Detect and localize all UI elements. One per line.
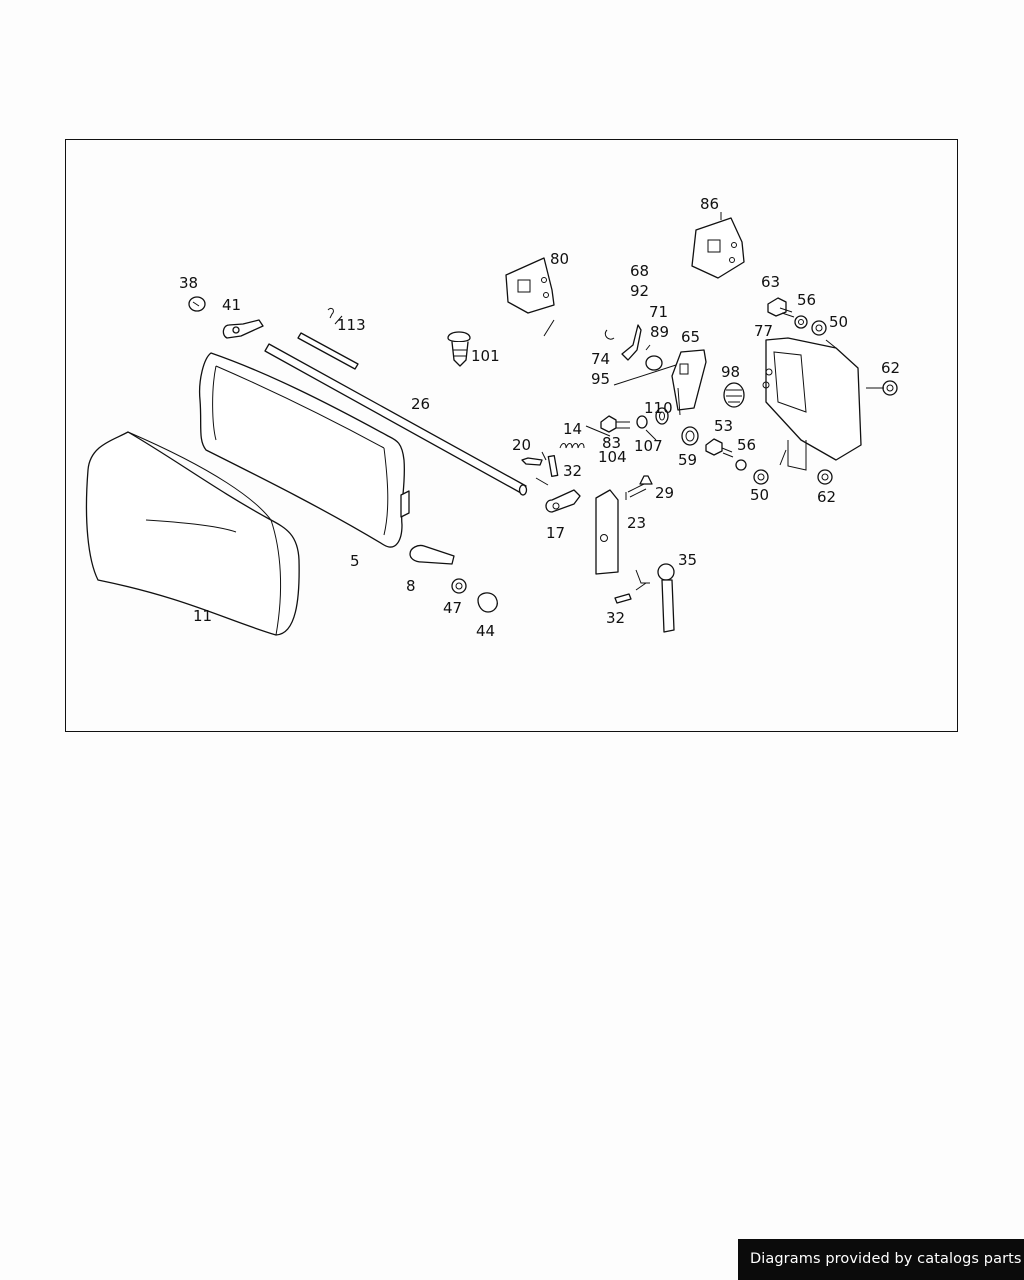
credit-text: Diagrams provided by catalogs parts xyxy=(750,1251,1022,1267)
callout-23[interactable]: 23 xyxy=(627,514,646,532)
callout-56a[interactable]: 56 xyxy=(797,291,816,309)
screw-29[interactable] xyxy=(627,475,653,498)
bracket-86[interactable] xyxy=(691,212,745,279)
pin-32b[interactable] xyxy=(614,593,632,604)
callout-17[interactable]: 17 xyxy=(546,524,565,542)
callout-83[interactable]: 83 xyxy=(602,434,621,452)
bolt-53[interactable] xyxy=(705,438,734,458)
bolt-63[interactable] xyxy=(767,297,795,318)
callout-56b[interactable]: 56 xyxy=(737,436,756,454)
callout-104[interactable]: 104 xyxy=(598,448,627,466)
callout-101[interactable]: 101 xyxy=(471,347,500,365)
part-38[interactable] xyxy=(188,296,206,312)
knob-98[interactable] xyxy=(723,382,745,408)
latch-plate-65[interactable] xyxy=(671,349,707,411)
part-113-clip[interactable] xyxy=(327,307,334,319)
link-17[interactable] xyxy=(545,489,581,513)
washer-50b[interactable] xyxy=(753,469,769,485)
callout-50b[interactable]: 50 xyxy=(750,486,769,504)
callout-50a[interactable]: 50 xyxy=(829,313,848,331)
washer-56a[interactable] xyxy=(794,315,808,329)
callout-62b[interactable]: 62 xyxy=(817,488,836,506)
washer-56b[interactable] xyxy=(735,459,747,471)
callout-74[interactable]: 74 xyxy=(591,350,610,368)
pin-20[interactable] xyxy=(521,457,543,466)
part-41[interactable] xyxy=(222,319,264,339)
callout-110[interactable]: 110 xyxy=(644,399,673,417)
washer-50a[interactable] xyxy=(811,320,827,336)
callout-89[interactable]: 89 xyxy=(650,323,669,341)
callout-29[interactable]: 29 xyxy=(655,484,674,502)
short-rod-part[interactable] xyxy=(297,332,359,370)
part-101-plug[interactable] xyxy=(447,331,471,367)
credit-banner: Diagrams provided by catalogs parts xyxy=(738,1239,1024,1280)
washer-47[interactable] xyxy=(451,578,467,594)
callout-71[interactable]: 71 xyxy=(649,303,668,321)
callout-65[interactable]: 65 xyxy=(681,328,700,346)
seat-cushion-part[interactable] xyxy=(85,431,300,636)
callout-11[interactable]: 11 xyxy=(193,607,212,625)
bracket-23[interactable] xyxy=(595,489,619,575)
handle-35[interactable] xyxy=(657,563,675,633)
callout-86[interactable]: 86 xyxy=(700,195,719,213)
callout-14[interactable]: 14 xyxy=(563,420,582,438)
callout-63[interactable]: 63 xyxy=(761,273,780,291)
long-rod-part[interactable] xyxy=(264,343,528,496)
callout-98[interactable]: 98 xyxy=(721,363,740,381)
callout-32a[interactable]: 32 xyxy=(563,462,582,480)
callout-35[interactable]: 35 xyxy=(678,551,697,569)
knob-44[interactable] xyxy=(477,592,498,613)
washer-62b[interactable] xyxy=(817,469,833,485)
callout-107[interactable]: 107 xyxy=(634,437,663,455)
callout-77[interactable]: 77 xyxy=(754,322,773,340)
pivot-8[interactable] xyxy=(409,544,455,565)
callout-26[interactable]: 26 xyxy=(411,395,430,413)
bolt-83[interactable] xyxy=(600,415,630,433)
callout-44[interactable]: 44 xyxy=(476,622,495,640)
bushing-59[interactable] xyxy=(681,426,699,446)
callout-53[interactable]: 53 xyxy=(714,417,733,435)
washer-62a[interactable] xyxy=(882,380,898,396)
bracket-80[interactable] xyxy=(505,257,555,314)
parts-diagram-frame: 38 41 113 101 80 86 68 92 71 89 74 95 65… xyxy=(65,139,958,732)
exploded-parts-diagram: 38 41 113 101 80 86 68 92 71 89 74 95 65… xyxy=(85,195,900,640)
callout-62a[interactable]: 62 xyxy=(881,359,900,377)
callout-95[interactable]: 95 xyxy=(591,370,610,388)
leader-lines xyxy=(334,315,884,591)
callout-59[interactable]: 59 xyxy=(678,451,697,469)
callout-80[interactable]: 80 xyxy=(550,250,569,268)
callout-92[interactable]: 92 xyxy=(630,282,649,300)
washer-110[interactable] xyxy=(655,407,669,425)
washer-107[interactable] xyxy=(636,415,648,429)
callout-68[interactable]: 68 xyxy=(630,262,649,280)
spring-14[interactable] xyxy=(559,443,585,449)
pin-32a[interactable] xyxy=(547,454,559,478)
callout-38[interactable]: 38 xyxy=(179,274,198,292)
callout-41[interactable]: 41 xyxy=(222,296,241,314)
callout-20[interactable]: 20 xyxy=(512,436,531,454)
latch-lever-part[interactable] xyxy=(604,324,663,371)
callout-113[interactable]: 113 xyxy=(337,316,366,334)
callout-32b[interactable]: 32 xyxy=(606,609,625,627)
backrest-part[interactable] xyxy=(198,352,410,548)
callout-8[interactable]: 8 xyxy=(406,577,416,595)
housing-77[interactable] xyxy=(762,337,862,471)
callout-5[interactable]: 5 xyxy=(350,552,360,570)
callout-47[interactable]: 47 xyxy=(443,599,462,617)
